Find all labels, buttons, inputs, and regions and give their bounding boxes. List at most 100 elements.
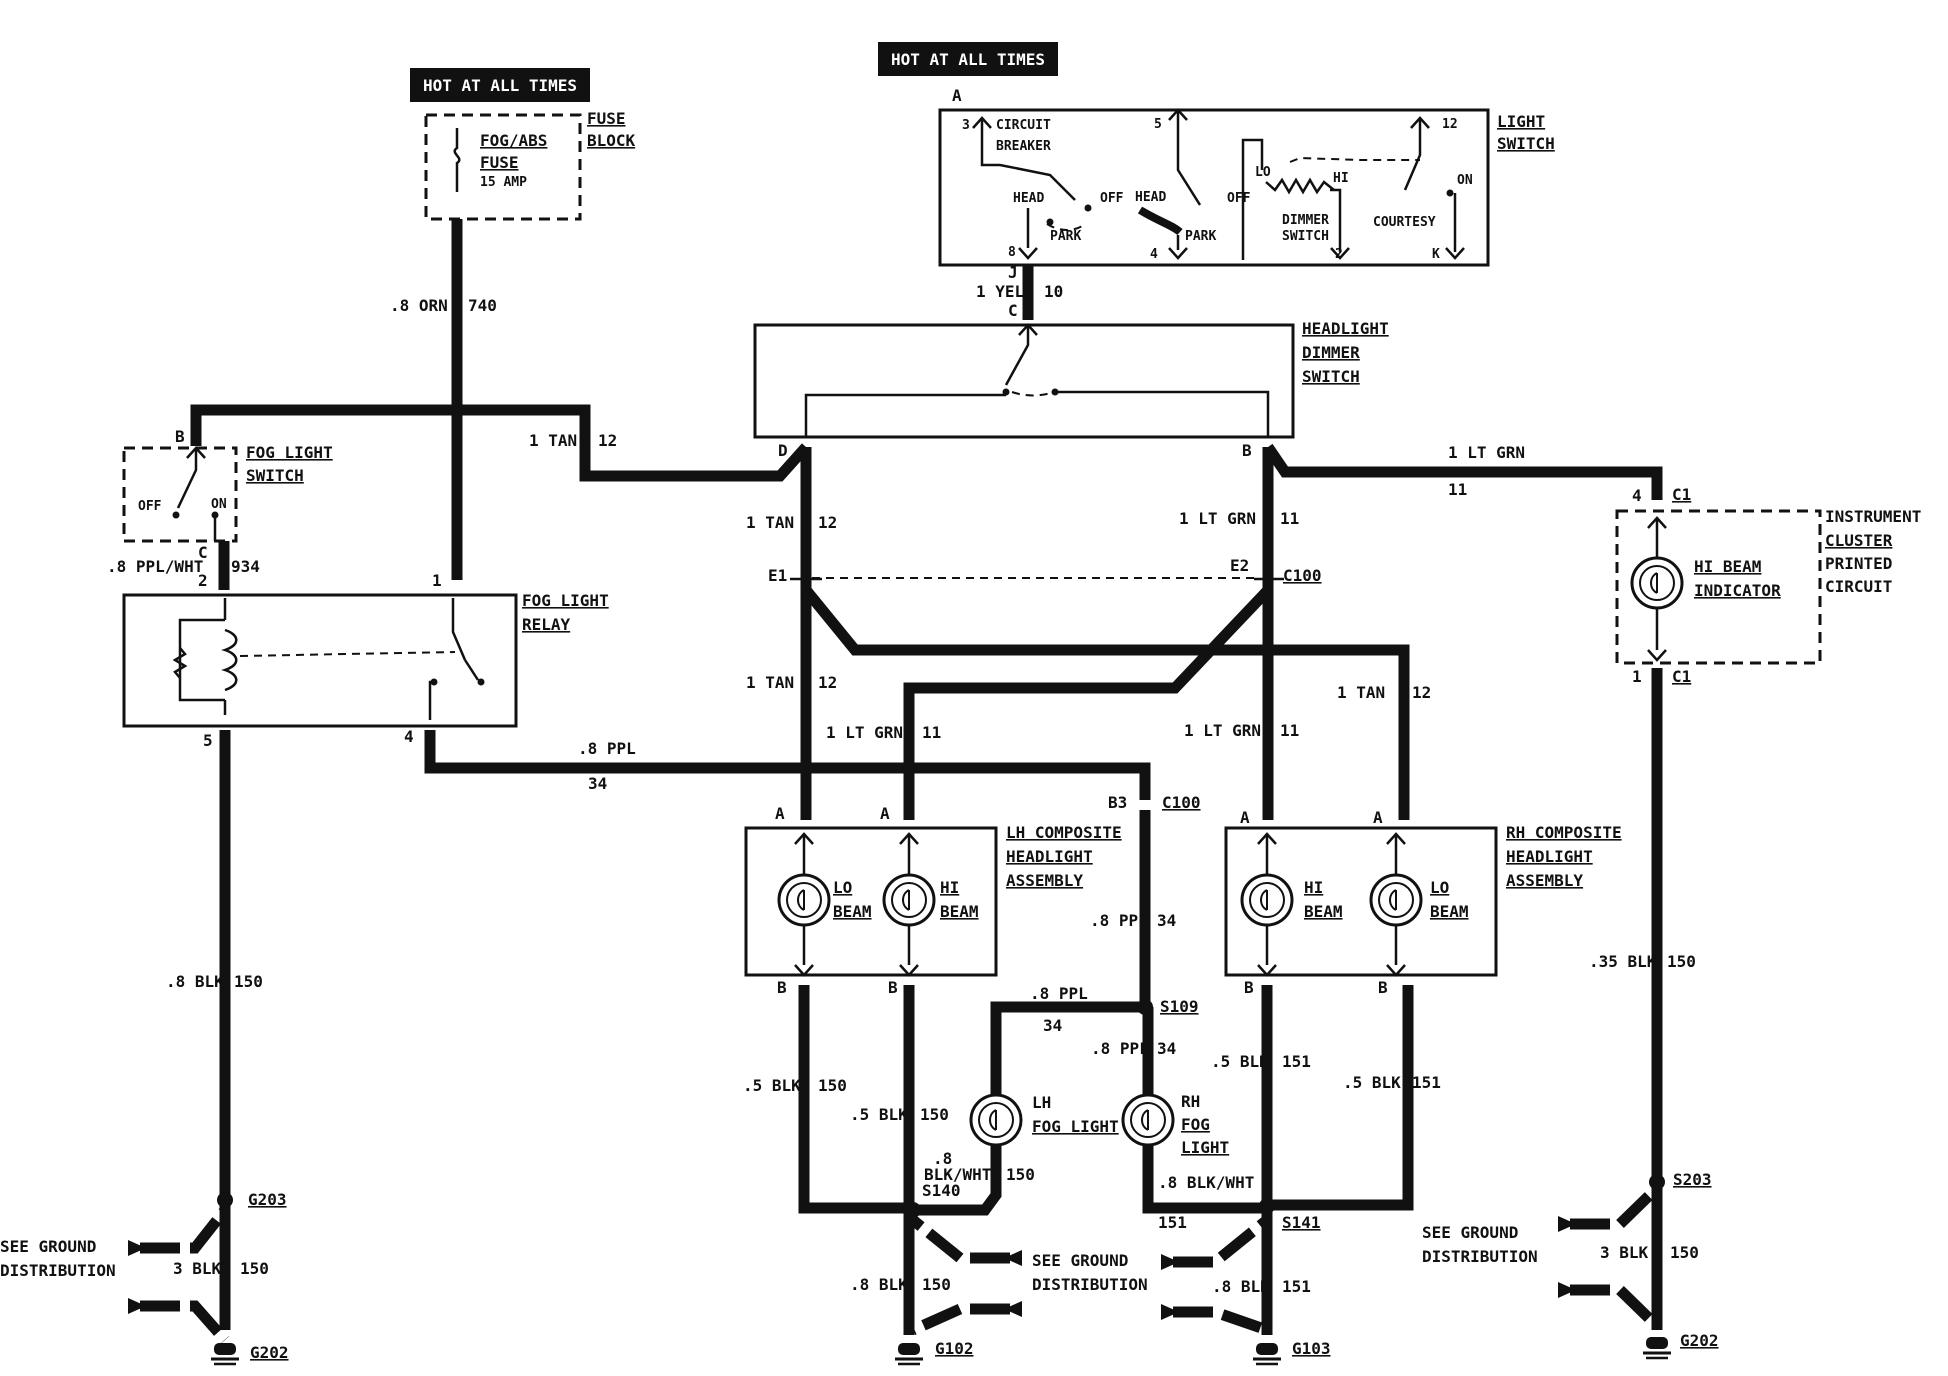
wl-1-tan-mid: 1 TAN	[746, 513, 794, 532]
ls-off-1: OFF	[1100, 191, 1124, 206]
light-switch-cavity: A	[952, 86, 962, 105]
cluster-c1-bottom: C1	[1672, 667, 1691, 686]
wl-11-mid: 11	[1280, 509, 1299, 528]
relay-name-1: FOG LIGHT	[522, 591, 609, 610]
wl-1-tan-top: 1 TAN	[529, 431, 577, 450]
pin-a-rhlo: A	[1373, 808, 1383, 827]
dimmer-name-1: HEADLIGHT	[1302, 319, 1389, 338]
conn-e2: E2	[1230, 556, 1249, 575]
wl-11-top: 11	[1448, 480, 1467, 499]
dimmer-pin-b: B	[1242, 441, 1252, 460]
wl-08-ppl-lhfog: .8 PPL	[1030, 984, 1088, 1003]
wl-08-blk-wht-rhfog: .8 BLK/WHT	[1158, 1173, 1254, 1192]
fuse-label: FUSE	[480, 153, 519, 172]
fog-switch-pin-2: 2	[198, 571, 208, 590]
pin-a-rhhi: A	[1240, 808, 1250, 827]
relay-name-2: RELAY	[522, 615, 571, 634]
ground-labels: G202 G102 G103 G202 SEE GROUND DISTRIBUT…	[0, 1223, 1719, 1362]
pin-b-lhlo: B	[777, 978, 787, 997]
wl-1-lt-grn-rh: 1 LT GRN	[1184, 721, 1261, 740]
splices	[217, 577, 1665, 1218]
ground-g103: G103	[1292, 1339, 1331, 1358]
fog-light-relay: 1 5 4	[122, 571, 518, 750]
wl-934: 934	[231, 557, 260, 576]
wl-150-lhlo: 150	[818, 1076, 847, 1095]
pin-a-lhhi: A	[880, 804, 890, 823]
wl-05-blk-lhlo: .5 BLK	[743, 1076, 801, 1095]
cluster-name-4: CIRCUIT	[1825, 577, 1892, 596]
see-ground-right-1: SEE GROUND	[1422, 1223, 1518, 1242]
hot-label-switch: HOT AT ALL TIMES	[878, 42, 1058, 76]
cluster-name-2: CLUSTER	[1825, 531, 1893, 550]
ls-pin-5: 5	[1154, 117, 1162, 132]
fog-switch-name-2: SWITCH	[246, 466, 304, 485]
conn-e1: E1	[768, 566, 787, 585]
wl-150-lhfog: 150	[1006, 1165, 1035, 1184]
wl-150-left: 150	[234, 972, 263, 991]
ls-head-2: HEAD	[1135, 190, 1166, 205]
wl-11-rh: 11	[1280, 721, 1299, 740]
fog-switch-name-1: FOG LIGHT	[246, 443, 333, 462]
light-switch-name-2: SWITCH	[1497, 134, 1555, 153]
see-ground-mid-2: DISTRIBUTION	[1032, 1275, 1148, 1294]
wl-150-lhhi: 150	[920, 1105, 949, 1124]
fuse-block: FOG/ABS FUSE 15 AMP FUSE BLOCK	[424, 109, 636, 221]
wl-08-ppl-rhfog: .8 PPL	[1091, 1039, 1149, 1058]
lh-lo-beam-1: LO	[833, 878, 852, 897]
ls-pin-4: 4	[1150, 247, 1158, 262]
fog-switch-pin-b: B	[175, 427, 185, 446]
ls-breaker: BREAKER	[996, 139, 1051, 154]
splice-s109: S109	[1160, 997, 1199, 1016]
rh-name-3: ASSEMBLY	[1506, 871, 1583, 890]
ls-on: ON	[1457, 173, 1473, 188]
wl-08-lhfog-gnd: .8	[933, 1149, 952, 1168]
ls-pin-2: 2	[1335, 247, 1343, 262]
wl-151-rhhi: 151	[1282, 1052, 1311, 1071]
wl-1-lt-grn-top: 1 LT GRN	[1448, 443, 1525, 462]
relay-pin-1: 1	[432, 571, 442, 590]
rh-name-2: HEADLIGHT	[1506, 847, 1593, 866]
hot-label-fuse: HOT AT ALL TIMES	[410, 68, 590, 102]
lh-headlight-assembly: LO BEAM HI BEAM	[744, 826, 998, 977]
see-ground-left-2: DISTRIBUTION	[0, 1261, 116, 1280]
rh-name-1: RH COMPOSITE	[1506, 823, 1622, 842]
wl-08-orn: .8 ORN	[390, 296, 448, 315]
hot-label-switch-text: HOT AT ALL TIMES	[891, 50, 1045, 69]
connector-labels: E1 E2 C100 B3 C100 S109 S140 S141 S203 G…	[248, 556, 1712, 1232]
wl-150-g102: 150	[922, 1275, 951, 1294]
hi-beam-indicator-1: HI BEAM	[1694, 557, 1761, 576]
rh-fog-label-3: LIGHT	[1181, 1138, 1229, 1157]
splice-s140: S140	[922, 1181, 961, 1200]
wl-150-cluster: 150	[1667, 952, 1696, 971]
lh-fog-label-1: LH	[1032, 1093, 1051, 1112]
wires	[190, 219, 1663, 1335]
lh-fog-label-2: FOG LIGHT	[1032, 1117, 1119, 1136]
lh-name-2: HEADLIGHT	[1006, 847, 1093, 866]
rh-fog-label-2: FOG	[1181, 1115, 1210, 1134]
ls-off-2: OFF	[1227, 191, 1251, 206]
ground-g202-left: G202	[250, 1343, 289, 1362]
wl-12-mid: 12	[818, 513, 837, 532]
lh-hi-beam-2: BEAM	[940, 902, 979, 921]
see-ground-left-1: SEE GROUND	[0, 1237, 96, 1256]
wl-05-blk-rhlo: .5 BLK	[1343, 1073, 1401, 1092]
wl-34-relay: 34	[588, 774, 607, 793]
wl-34-c100: 34	[1157, 911, 1176, 930]
wl-05-blk-lhhi: .5 BLK	[850, 1105, 908, 1124]
rh-hi-beam-2: BEAM	[1304, 902, 1343, 921]
fog-switch-on: ON	[211, 497, 227, 512]
pin-b-rhhi: B	[1244, 978, 1254, 997]
dimmer-pin-j: J	[1008, 263, 1018, 282]
fog-switch-off: OFF	[138, 499, 162, 514]
light-switch: A 3 5 12 8 4 2 K CIRCUIT BREAKER HEAD PA…	[938, 86, 1490, 267]
wire-labels: .8 ORN 740 1 TAN 12 1 YEL 10 1 LT GRN 11…	[107, 282, 1699, 1296]
wl-12-top: 12	[598, 431, 617, 450]
pin-b-rhlo: B	[1378, 978, 1388, 997]
wl-08-ppl-c100: .8 PPL	[1090, 911, 1148, 930]
ls-switch: SWITCH	[1282, 229, 1329, 244]
ls-pin-3: 3	[962, 118, 970, 133]
wl-1-lt-grn-mid: 1 LT GRN	[1179, 509, 1256, 528]
wl-08-ppl-wht: .8 PPL/WHT	[107, 557, 203, 576]
wl-blk-wht-lhfog: BLK/WHT	[924, 1165, 991, 1184]
